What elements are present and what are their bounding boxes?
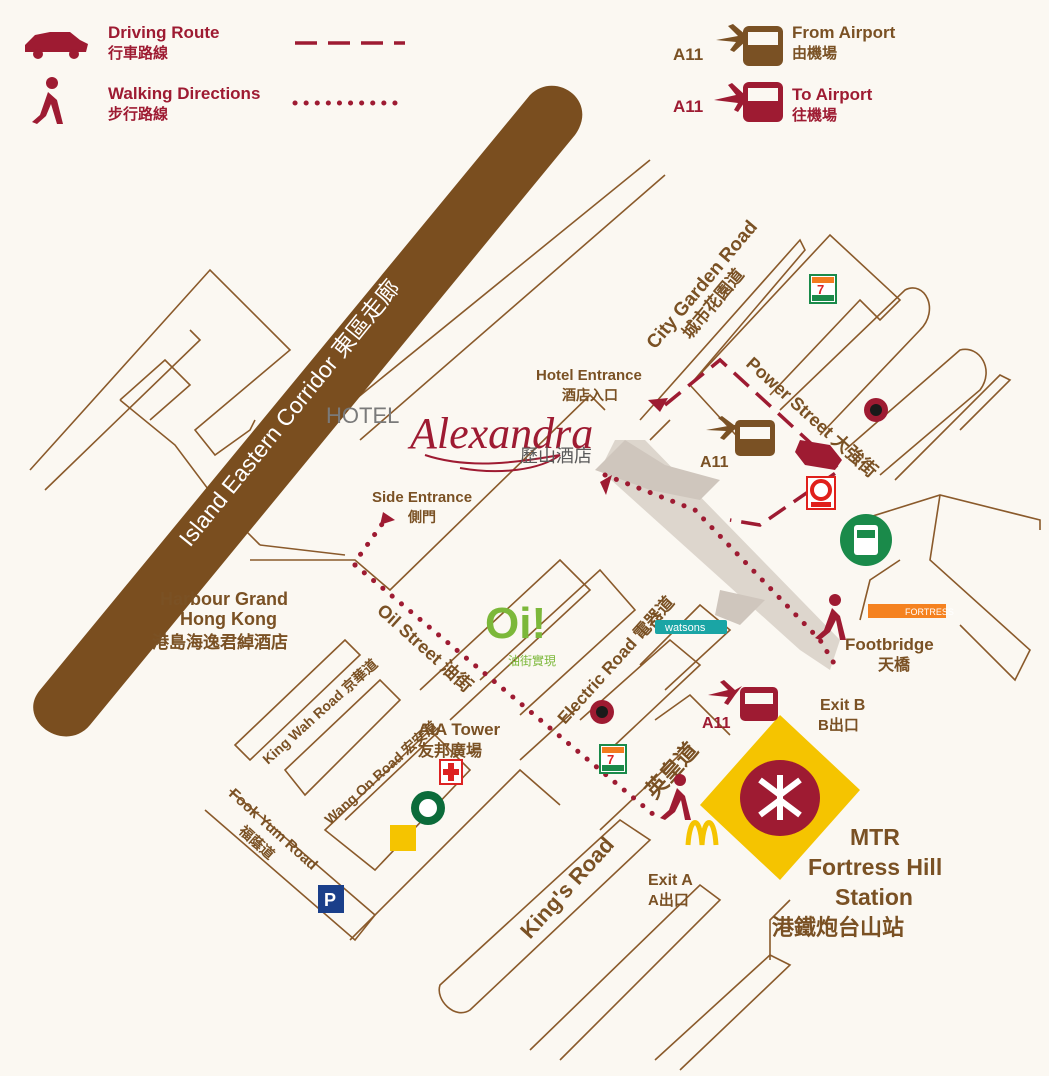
airplane-icon — [714, 24, 756, 112]
hotel-logo: HOTEL Alexandra 歷山酒店 — [326, 403, 593, 473]
exit-b-zh-label: B出口 — [818, 716, 859, 734]
starbucks-icon — [411, 791, 445, 825]
bus-code-mid: A11 — [700, 454, 729, 471]
car-icon — [795, 440, 842, 470]
bus-icon — [743, 26, 783, 122]
oi-logo-text: Oi! — [485, 599, 546, 648]
seven-eleven-icon: 7 — [599, 744, 627, 774]
shop-icon — [390, 825, 416, 851]
svg-text:7: 7 — [817, 282, 824, 297]
svg-text:7: 7 — [607, 752, 614, 767]
aia-tower-zh-label: 友邦廣場 — [418, 741, 482, 760]
watsons-label: watsons — [664, 622, 706, 634]
footbridge-zh-label: 天橋 — [878, 655, 911, 674]
legend-driving-zh: 行車路線 — [108, 45, 169, 62]
hotel-word: HOTEL — [326, 403, 399, 428]
road-outline-nw — [29, 268, 292, 471]
mtr-zh-label: 港鐵炮台山站 — [772, 915, 904, 940]
oi-logo: Oi! 油街實現 — [485, 599, 556, 668]
harbour-grand-label-2: Hong Kong — [180, 609, 277, 629]
pedestrian-icon — [32, 77, 63, 124]
fortress-label: FORTRESS — [905, 607, 954, 617]
road-outlines — [29, 159, 1041, 1071]
place-labels: Hotel Entrance 酒店入口 Side Entrance 側門 Har… — [152, 367, 942, 940]
legend-lines — [292, 41, 408, 106]
driving-route-line — [663, 357, 843, 527]
harbour-grand-zh-label: 港島海逸君綽酒店 — [152, 632, 288, 652]
circle-k-icon — [806, 476, 836, 510]
hotel-script-name: Alexandra — [407, 409, 593, 458]
legend-to-airport: To Airport 往機場 — [792, 84, 872, 126]
legend-from-airport-en: From Airport — [792, 23, 896, 42]
svg-text:P: P — [324, 890, 336, 910]
legend-to-airport-zh: 往機場 — [792, 107, 838, 124]
airplane-icon — [706, 416, 744, 705]
aia-building-icon — [439, 759, 463, 785]
tram-icon — [840, 514, 892, 566]
legend-to-airport-code: A11 — [673, 97, 704, 116]
legend-walking: Walking Directions 步行路線 — [108, 83, 260, 125]
pacific-coffee-icon — [590, 398, 888, 724]
walking-route-line — [352, 472, 838, 823]
driving-arrow-icon — [648, 398, 668, 412]
hotel-chinese-name: 歷山酒店 — [520, 446, 592, 466]
mcdonalds-icon — [685, 820, 719, 846]
mtr-label-3: Station — [835, 884, 913, 910]
legend-from-airport: From Airport 由機場 — [792, 22, 895, 64]
harbour-grand-label-1: Harbour Grand — [160, 589, 288, 609]
fortress-logo: FORTRESS — [868, 604, 954, 618]
legend-walking-en: Walking Directions — [108, 84, 261, 103]
legend-driving: Driving Route 行車路線 — [108, 22, 219, 64]
mtr-label-2: Fortress Hill — [808, 854, 942, 880]
side-entrance-zh-label: 側門 — [407, 509, 436, 525]
mtr-station-block — [700, 715, 860, 880]
exit-a-label: Exit A — [648, 872, 693, 889]
watsons-logo: watsons — [655, 620, 727, 634]
side-entrance-label: Side Entrance — [372, 489, 472, 506]
aia-tower-label: AIA Tower — [418, 720, 501, 739]
car-icon — [25, 32, 88, 59]
walking-arrow-icon — [600, 475, 612, 495]
hotel-entrance-zh-label: 酒店入口 — [562, 387, 618, 403]
bus-icon — [735, 420, 778, 721]
legend-driving-en: Driving Route — [108, 23, 220, 42]
exit-a-zh-label: A出口 — [648, 891, 689, 909]
hotel-entrance-label: Hotel Entrance — [536, 367, 642, 384]
oi-zh-label: 油街實現 — [508, 653, 556, 668]
bus-code-low: A11 — [702, 715, 731, 732]
legend-from-airport-code: A11 — [673, 45, 704, 64]
seven-eleven-icon: 7 — [809, 274, 837, 304]
pedestrian-icon — [660, 594, 846, 820]
legend-to-airport-en: To Airport — [792, 85, 873, 104]
parking-icon: P — [318, 885, 344, 913]
legend-walking-zh: 步行路線 — [108, 106, 169, 123]
footbridge-label: Footbridge — [845, 635, 934, 654]
exit-b-label: Exit B — [820, 697, 865, 714]
mtr-label-1: MTR — [850, 824, 900, 850]
legend-from-airport-zh: 由機場 — [792, 45, 838, 62]
